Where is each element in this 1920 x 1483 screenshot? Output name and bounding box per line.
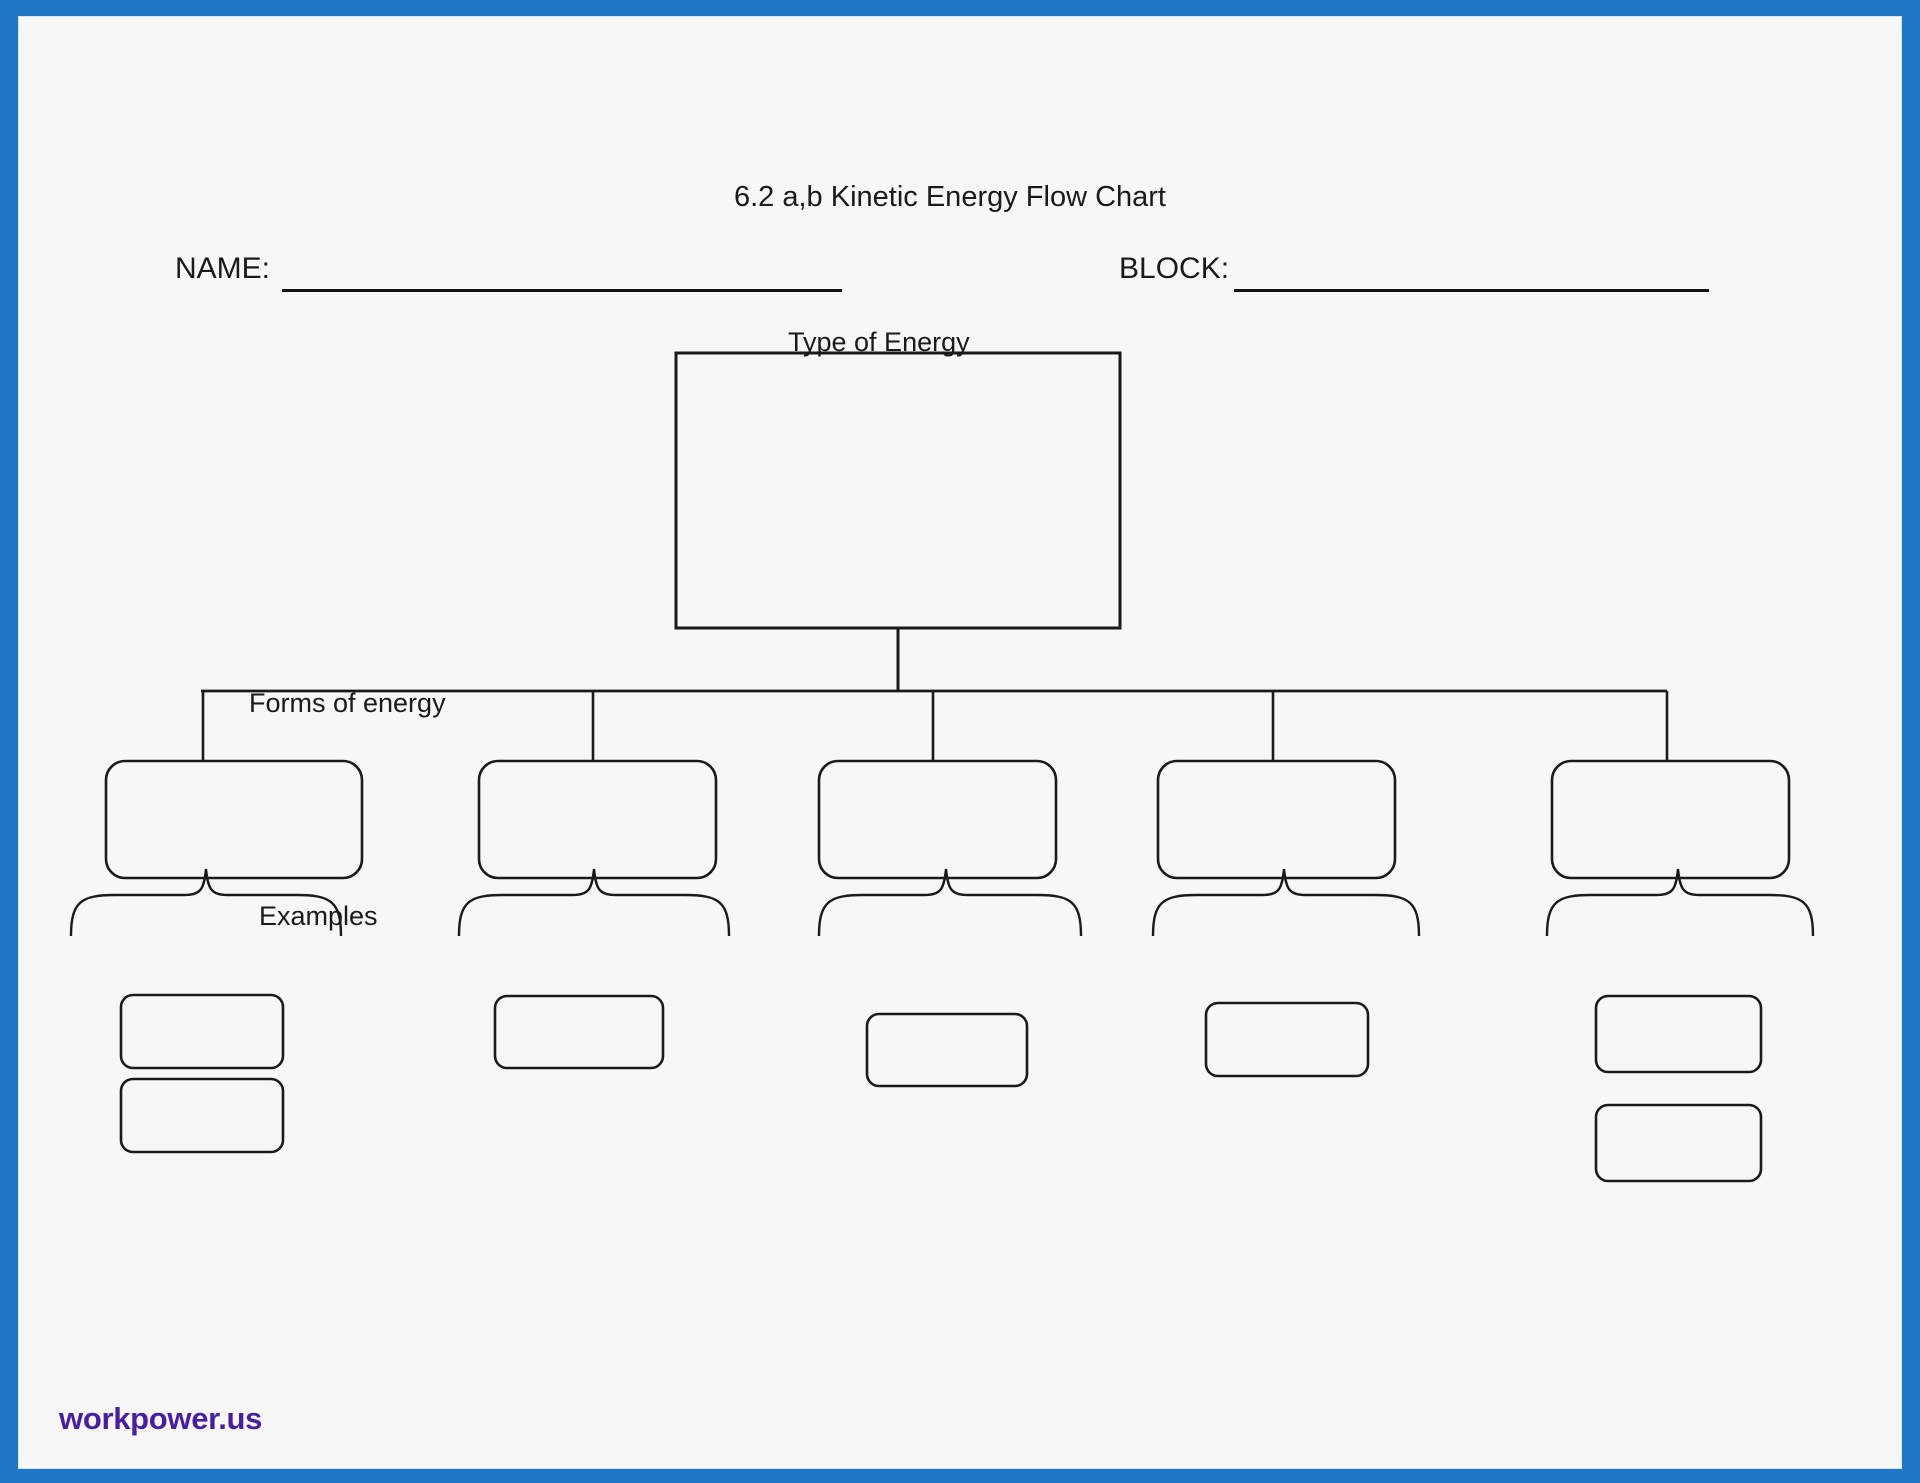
example-box-1-1[interactable] (119, 993, 285, 1070)
brace-2 (457, 868, 731, 937)
block-field-label: BLOCK: (1119, 252, 1230, 285)
watermark: workpower.us (59, 1401, 263, 1436)
example-box-3-1[interactable] (865, 1012, 1029, 1088)
type-of-energy-label: Type of Energy (788, 327, 970, 357)
brace-4 (1151, 868, 1421, 937)
flow-chart-canvas (69, 351, 1815, 1183)
form-of-energy-box-2[interactable] (477, 759, 718, 880)
example-box-1-2[interactable] (119, 1077, 285, 1154)
brace-5 (1545, 868, 1815, 937)
worksheet-sheet: 6.2 a,b Kinetic Energy Flow Chart NAME: … (18, 16, 1902, 1469)
block-field-input[interactable] (1234, 289, 1709, 292)
name-field-input[interactable] (282, 289, 842, 292)
brace-1 (69, 868, 343, 937)
brace-3 (817, 868, 1083, 937)
form-of-energy-box-3[interactable] (817, 759, 1058, 880)
example-box-4-1[interactable] (1204, 1001, 1370, 1078)
page-title: 6.2 a,b Kinetic Energy Flow Chart (734, 181, 1166, 213)
form-of-energy-box-4[interactable] (1156, 759, 1397, 880)
type-of-energy-box[interactable] (674, 351, 1122, 630)
form-of-energy-box-5[interactable] (1550, 759, 1791, 880)
examples-label: Examples (259, 901, 378, 931)
forms-of-energy-label: Forms of energy (249, 688, 446, 718)
name-field-label: NAME: (175, 252, 271, 285)
example-box-2-1[interactable] (493, 994, 665, 1070)
form-of-energy-box-1[interactable] (104, 759, 364, 880)
example-box-5-2[interactable] (1594, 1103, 1763, 1183)
example-box-5-1[interactable] (1594, 994, 1763, 1074)
